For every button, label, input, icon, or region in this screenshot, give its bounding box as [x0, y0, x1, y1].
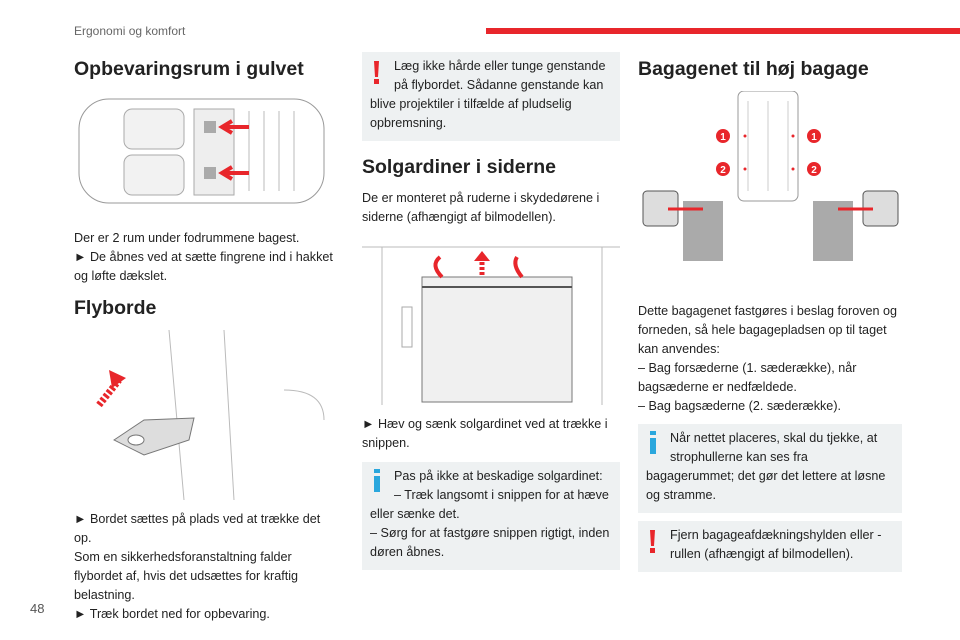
tray-table-safety-note: Som en sikkerhedsforanstaltning falder f…	[74, 550, 298, 602]
info-line-3: – Sørg for at fastgøre snippen rigtigt, …	[370, 526, 610, 559]
floor-storage-instruction: ► De åbnes ved at sætte fingrene ind i h…	[74, 250, 333, 283]
tray-table-instruction-1: ► Bordet sættes på plads ved at trække d…	[74, 512, 321, 545]
info-line-1: Pas på ikke at beskadige solgardinet:	[394, 469, 603, 483]
column-2: Læg ikke hårde eller tunge genstande på …	[362, 52, 620, 570]
warning-text: Fjern bagageafdækningshylden eller -rull…	[670, 528, 882, 561]
warning-icon	[370, 57, 390, 87]
column-1: Opbevaringsrum i gulvet Der er 2 rum und…	[74, 57, 336, 624]
heading-high-luggage-net: Bagagenet til høj bagage	[638, 58, 869, 80]
warning-text: Læg ikke hårde eller tunge genstande på …	[370, 59, 606, 130]
luggage-net-option-1: – Bag forsæderne (1. sæderække), når bag…	[638, 361, 857, 394]
callout-2-right: 2	[811, 165, 817, 176]
header-accent-bar	[486, 28, 960, 34]
tray-table-instruction-2: ► Træk bordet ned for opbevaring.	[74, 607, 270, 621]
heading-tray-tables: Flyborde	[74, 297, 157, 319]
floor-storage-illustration	[78, 98, 325, 204]
info-text: Når nettet placeres, skal du tjekke, at …	[646, 431, 886, 502]
column-3: Bagagenet til høj bagage 1 1 2 2 Dette b…	[638, 57, 902, 572]
warning-box: Læg ikke hårde eller tunge genstande på …	[362, 52, 620, 141]
tray-table-illustration	[96, 330, 336, 500]
info-icon	[646, 429, 666, 459]
floor-storage-text: Der er 2 rum under fodrummene bagest.	[74, 231, 300, 245]
callout-2-left: 2	[720, 165, 726, 176]
warning-box: Fjern bagageafdækningshylden eller -rull…	[638, 521, 902, 572]
luggage-net-text: Dette bagagenet fastgøres i beslag forov…	[638, 304, 898, 356]
luggage-net-option-2: – Bag bagsæderne (2. sæderække).	[638, 399, 842, 413]
heading-floor-storage: Opbevaringsrum i gulvet	[74, 58, 304, 80]
warning-icon	[646, 526, 666, 556]
callout-1-left: 1	[720, 132, 726, 143]
section-title: Ergonomi og komfort	[74, 24, 186, 38]
info-icon	[370, 467, 390, 497]
sun-blinds-text: De er monteret på ruderne i skydedørene …	[362, 191, 600, 224]
luggage-net-illustration: 1 1 2 2	[642, 91, 899, 261]
page-number: 48	[30, 601, 45, 616]
heading-sun-blinds: Solgardiner i siderne	[362, 156, 556, 178]
info-line-2: – Træk langsomt i snippen for at hæve el…	[370, 488, 609, 521]
sun-blind-illustration	[362, 246, 620, 405]
info-box: Pas på ikke at beskadige solgardinet: – …	[362, 462, 620, 570]
callout-1-right: 1	[811, 132, 817, 143]
info-box: Når nettet placeres, skal du tjekke, at …	[638, 424, 902, 513]
sun-blinds-instruction: ► Hæv og sænk solgardinet ved at trække …	[362, 417, 608, 450]
